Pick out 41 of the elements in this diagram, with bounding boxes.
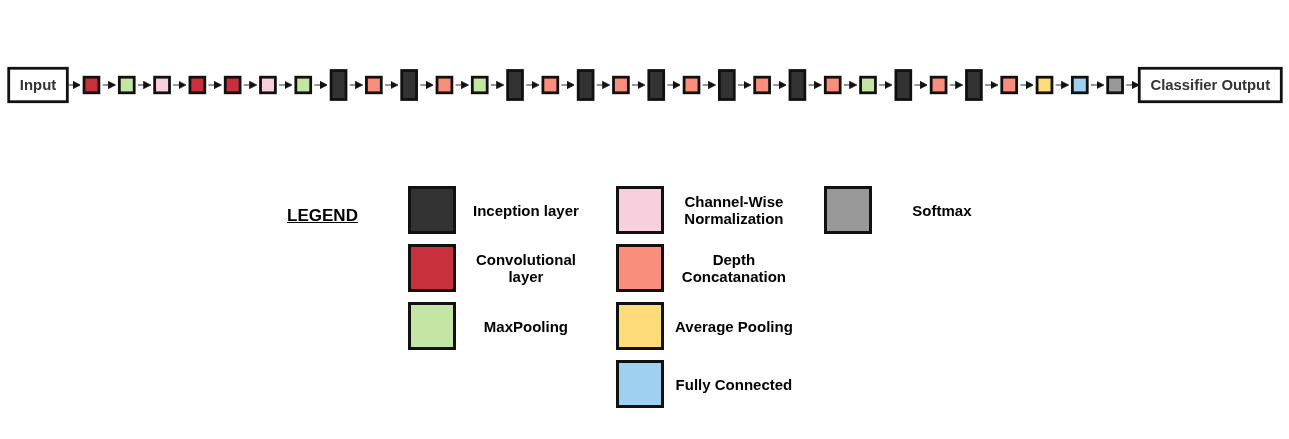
- node-box: [470, 75, 489, 95]
- node-bar: [646, 69, 665, 101]
- node-box: [223, 75, 241, 95]
- node-box: [682, 75, 700, 95]
- legend-text: MaxPooling: [482, 317, 569, 335]
- node-box: [752, 75, 771, 95]
- legend-text: Channel-Wise Normalization: [683, 193, 785, 227]
- node-bar: [894, 69, 912, 101]
- node-box: [1035, 75, 1053, 95]
- node-box: [1070, 75, 1089, 95]
- node-bar: [576, 69, 594, 101]
- node-bar: [329, 69, 347, 101]
- node-box: [1105, 75, 1124, 95]
- node-box: [823, 75, 842, 95]
- legend-text: Softmax: [911, 201, 973, 219]
- node-box: [611, 75, 630, 95]
- node-bar: [399, 69, 418, 101]
- node-box: [541, 75, 559, 95]
- node-bar: [788, 69, 806, 101]
- legend-text: Fully Connected: [674, 375, 794, 393]
- node-box: [117, 75, 136, 95]
- node-box: Classifier Output: [1137, 66, 1283, 104]
- node-box: [999, 75, 1018, 95]
- node-bar: [964, 69, 983, 101]
- node-box: [82, 75, 100, 95]
- node-box: [929, 75, 947, 95]
- legend-text: Depth Concatanation: [680, 251, 787, 285]
- node-box: [188, 75, 206, 95]
- node-box: [858, 75, 877, 95]
- legend-text: Inception layer: [472, 201, 580, 219]
- legend-text: Average Pooling: [674, 317, 794, 335]
- node-box: [152, 75, 171, 95]
- node-box: [258, 75, 277, 95]
- node-bar: [505, 69, 524, 101]
- node-box: [435, 75, 453, 95]
- node-bar: [717, 69, 736, 101]
- node-box: [293, 75, 312, 95]
- legend-heading: LEGEND: [287, 206, 358, 226]
- legend-text: Convolutional layer: [474, 251, 577, 285]
- node-box: Input: [6, 66, 69, 104]
- node-box: [364, 75, 383, 95]
